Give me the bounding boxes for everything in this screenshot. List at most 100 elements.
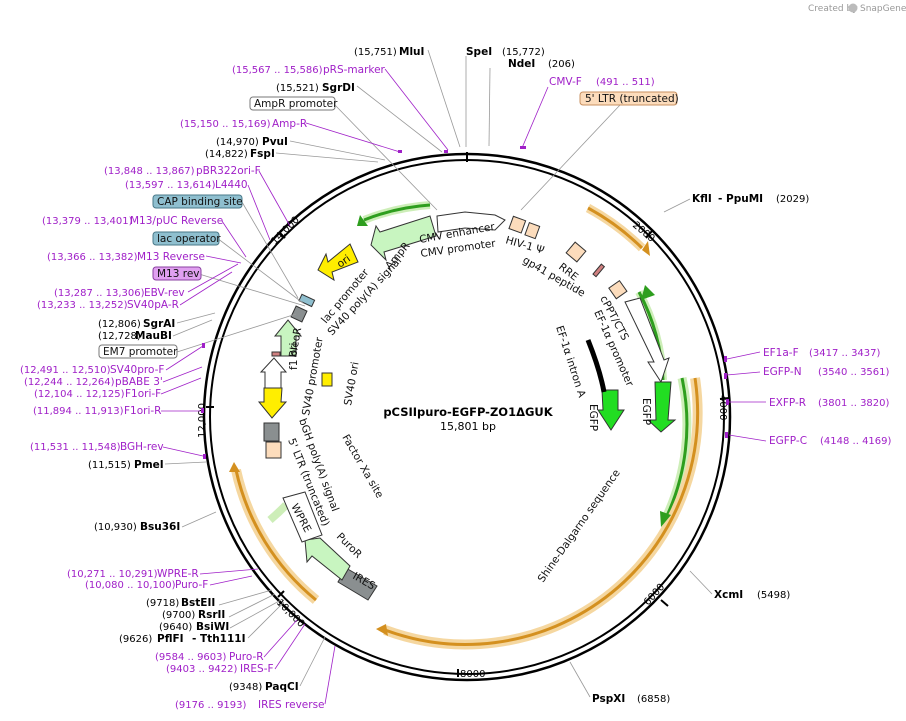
site-pvui-pos: (14,970) [216,137,259,148]
primer-egfp-n-pos: (3540 .. 3561) [818,367,890,378]
primer-sv40pro-name[interactable]: SV40pro-F [110,364,164,376]
primer-prs-name[interactable]: pRS-marker [323,64,386,76]
egfp-arrow-outer [646,381,677,433]
feature-arc-orange-zo1 [384,377,700,646]
site-kfli-name[interactable]: KflI [692,193,712,205]
marker-egfp-c [725,432,728,438]
site-bsteii-name[interactable]: BstEII [181,597,215,609]
leader-l4440 [247,184,271,241]
ruler-label-14000: 14,000 [269,215,302,248]
primer-m13rev-pos: (13,366 .. 13,382) [47,252,138,263]
marker-f1ori-r [201,408,204,413]
site-pflfi-name[interactable]: PflFI [157,633,184,645]
leader-f1ori-f [160,377,202,395]
site-pflfi-pos: (9626) [119,634,152,645]
site-fspi-name[interactable]: FspI [250,148,275,160]
box-ampr-promoter[interactable] [249,96,336,111]
site-sgrai-name[interactable]: SgrAI [143,318,175,330]
primer-m13rev-name[interactable]: M13 Reverse [137,251,205,263]
site-bsu36i-name[interactable]: Bsu36I [140,521,180,533]
site-bsiwi-pos: (9640) [159,622,192,633]
primer-l4440-name[interactable]: L4440 [215,179,248,191]
leader-pbabe [162,366,203,383]
primer-egfp-n-name[interactable]: EGFP-N [763,366,802,378]
site-bsiwi-name[interactable]: BsiWI [196,621,229,633]
tick-6000 [660,599,669,607]
marker-exfp-r [726,399,729,405]
primer-egfp-c-name[interactable]: EGFP-C [769,435,807,447]
primer-wpre-r-name[interactable]: WPRE-R [157,568,199,580]
site-fspi-pos: (14,822) [205,149,248,160]
cmv-enhancer-arrow [436,211,506,233]
leader-cap [241,201,299,299]
ruler-label-8000: 8000 [460,669,485,680]
leader-pmei [164,461,207,465]
credit-text: Created by [808,4,858,14]
box-em7-promoter[interactable] [98,344,178,359]
leader-pflfi [247,601,285,639]
primer-sv40pa-name[interactable]: SV40pA-R [127,299,179,311]
site-rsrii-pos: (9700) [162,610,195,621]
site-rsrii-name[interactable]: RsrII [198,609,225,621]
plasmid-name: pCSIIpuro-EGFP-ZO1ΔGUK [383,405,553,419]
leader-lines [160,49,767,705]
leader-rsrii [228,593,276,618]
primer-ires-rev-name[interactable]: IRES reverse [258,699,325,711]
label-factor-xa: Factor Xa site [339,433,385,501]
wpre-box [282,491,323,543]
site-sgrdi-pos: (15,521) [276,83,319,94]
primer-cmv-f-name[interactable]: CMV-F [549,76,582,88]
primer-pbr322-name[interactable]: pBR322ori-F [196,165,261,177]
ltr3-box [265,441,282,459]
primer-amp-r-name[interactable]: Amp-R [272,118,307,130]
primer-ires-f-name[interactable]: IRES-F [240,663,274,675]
box-lac-operator[interactable] [152,231,220,246]
primer-pbr322-pos: (13,848 .. 13,867) [104,166,195,177]
bgh-box [263,422,280,442]
plasmid-size: 15,801 bp [440,420,496,433]
primer-puro-f-name[interactable]: Puro-F [175,579,208,591]
primer-amp-r-pos: (15,150 .. 15,169) [180,119,271,130]
primer-f1ori-f-pos: (12,104 .. 12,125) [34,389,125,400]
label-shine-dalgarno: Shine-Dalgarno sequence [536,467,623,584]
primer-exfp-r-name[interactable]: EXFP-R [769,397,806,409]
box-cap-binding-site[interactable] [152,194,243,209]
site-mlui-name[interactable]: MluI [399,46,424,58]
site-xcmi-name[interactable]: XcmI [714,589,743,601]
primer-f1ori-f-name[interactable]: F1ori-F [125,388,161,400]
primer-bgh-name[interactable]: BGH-rev [120,441,164,453]
primer-m13puc-name[interactable]: M13/pUC Reverse [130,215,223,227]
primer-ebv-name[interactable]: EBV-rev [144,287,185,299]
site-spei-name[interactable]: SpeI [466,46,492,58]
marker-prs [444,150,448,153]
site-pvui-name[interactable]: PvuI [262,136,288,148]
site-ppumi-name[interactable]: - PpuMI [718,193,763,205]
leader-mlui [427,49,461,148]
f1-ori-arrow [257,387,288,419]
label-f1-ori: f1 ori [288,343,300,370]
site-ndei-name[interactable]: NdeI [508,58,535,70]
site-pmei-name[interactable]: PmeI [134,459,164,471]
arrowhead-orange-2 [229,462,240,472]
credit-brand: SnapGene [860,4,906,14]
box-5ltr-truncated[interactable] [579,91,678,106]
box-m13-rev[interactable] [152,266,202,281]
site-pspxi-name[interactable]: PspXI [592,693,625,705]
primer-ef1a-f-name[interactable]: EF1a-F [763,347,799,359]
site-bsu36i-pos: (10,930) [94,522,137,533]
label-ef1a-intron: EF-1α intron A [553,324,588,400]
site-tth111i-name[interactable]: - Tth111I [192,633,246,645]
site-sgrdi-name[interactable]: SgrDI [322,82,355,94]
outer-feature-arrowheads [229,215,671,636]
site-paqci-name[interactable]: PaqCI [265,681,299,693]
primer-f1ori-r-name[interactable]: F1ori-R [124,405,161,417]
ruler-ticks [206,152,730,677]
primer-puro-f-pos: (10,080 .. 10,100) [85,580,176,591]
tick-10000 [277,590,285,598]
site-maubi-name[interactable]: MauBI [135,330,172,342]
primer-sv40pro-pos: (12,491 .. 12,510) [20,365,111,376]
label-bleor: BleoR [287,327,304,359]
primer-puro-r-name[interactable]: Puro-R [229,651,264,663]
primer-pbabe-name[interactable]: pBABE 3' [115,376,163,388]
leader-prs-marker [384,68,449,151]
